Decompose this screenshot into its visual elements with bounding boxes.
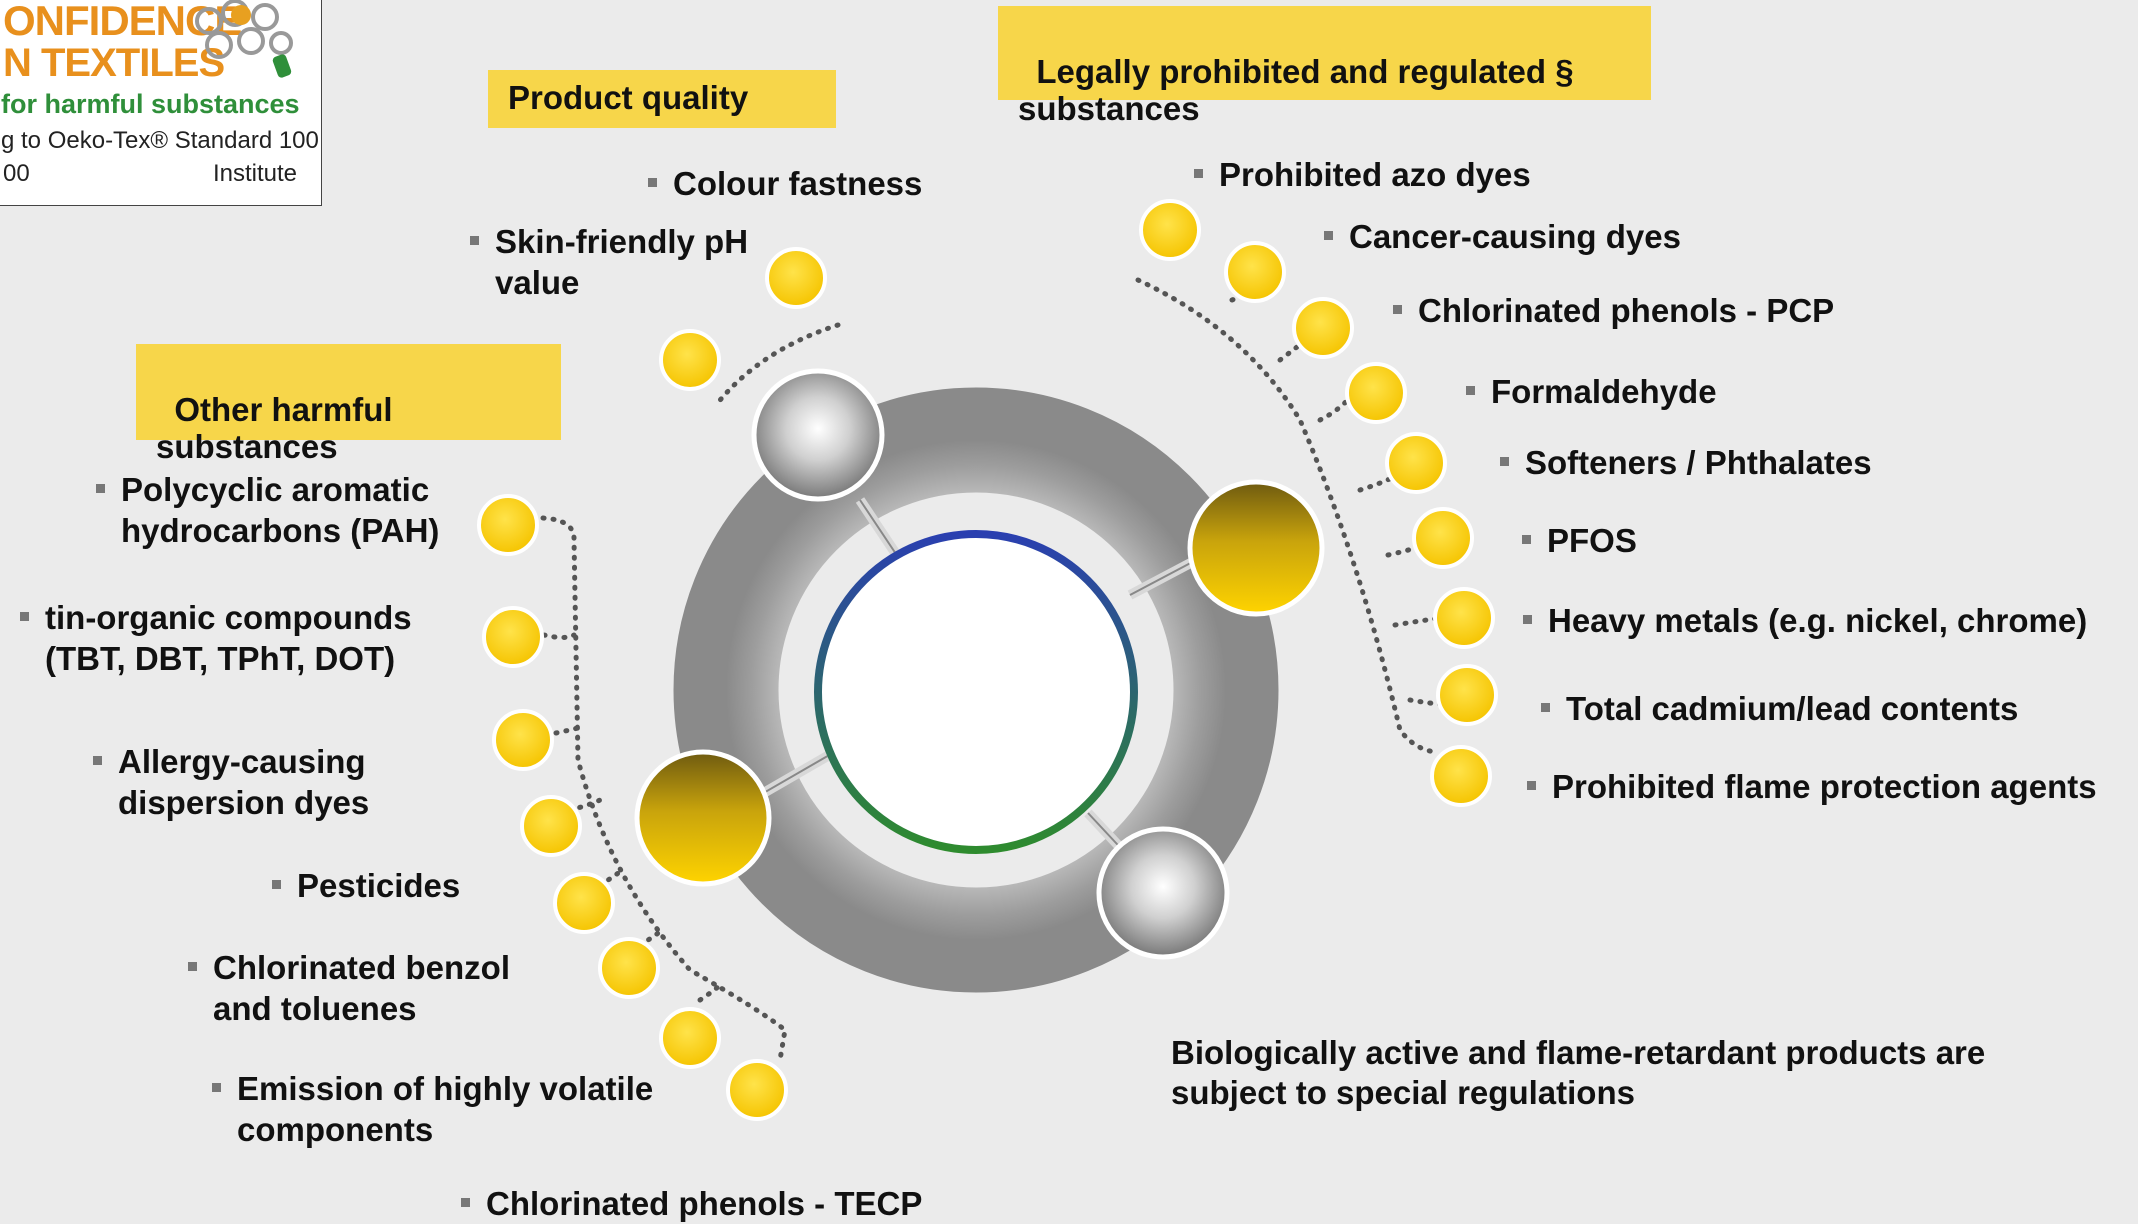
product-quality-node [751,368,885,502]
bullet-icon [1324,230,1333,240]
logo-globe-icon [195,0,293,78]
bullet-icon [1527,780,1536,790]
logo-line-4: g to Oeko-Tex® Standard 100 [1,127,319,154]
heading-legal-text: Legally prohibited and regulated § subst… [1018,53,1574,127]
legal-node [1187,479,1325,617]
bullet-icon [20,611,29,621]
bullet-icon [272,879,281,889]
list-item: tin-organic compounds (TBT, DBT, TPhT, D… [20,597,412,679]
heading-other-harmful: Other harmful substances [136,344,561,465]
logo-line-5: 00 [3,160,30,187]
list-item: Chlorinated phenols - TECP [461,1183,922,1224]
bullet-icon [1194,168,1203,178]
bullet-icon [1466,385,1475,395]
list-item: Prohibited azo dyes [1194,154,1531,195]
list-item: Heavy metals (e.g. nickel, chrome) [1523,600,2087,641]
list-item: Chlorinated phenols - PCP [1393,290,1834,331]
list-item: PFOS [1522,520,1637,561]
bullet-icon [1523,614,1532,624]
logo-line-1: ONFIDENCE [3,0,242,44]
list-item: Emission of highly volatile components [212,1068,653,1150]
bullet-icon [1541,702,1550,712]
bullet-icon [1500,456,1509,466]
logo-line-3: for harmful substances [1,89,300,119]
list-item: Allergy-causing dispersion dyes [93,741,369,823]
bullet-icon [1522,534,1531,544]
bullet-icon [461,1197,470,1207]
bullet-icon [93,755,102,765]
list-item: Prohibited flame protection agents [1527,766,2097,807]
list-item: Polycyclic aromatic hydrocarbons (PAH) [96,469,439,551]
list-item: Chlorinated benzol and toluenes [188,947,510,1029]
heading-product-quality: Product quality [488,70,836,128]
bullet-icon [212,1082,221,1092]
list-item: Formaldehyde [1466,371,1717,412]
bullet-dots [477,199,1498,1121]
bullet-icon [470,235,479,245]
heading-other-text: Other harmful substances [156,391,393,465]
heading-legal-substances: Legally prohibited and regulated § subst… [998,6,1651,127]
special-regulations-node [1096,826,1230,960]
bullet-icon [648,177,657,187]
logo-line-2: N TEXTILES [3,41,225,85]
list-item: Colour fastness [648,163,922,204]
list-item: Skin-friendly pH value [470,221,748,303]
bullet-icon [96,483,105,493]
connector-lines [540,277,1439,1063]
list-item: Softeners / Phthalates [1500,442,1872,483]
bullet-icon [188,961,197,971]
bullet-icon [1393,304,1402,314]
list-item: Pesticides [272,865,460,906]
other-harmful-node [634,749,772,887]
outer-ring [673,387,1279,993]
list-item: Cancer-causing dyes [1324,216,1681,257]
photo-frame [814,530,1138,854]
list-item: Total cadmium/lead contents [1541,688,2018,729]
heading-product-quality-text: Product quality [508,79,749,116]
oeko-tex-logo: ONFIDENCE N TEXTILES for harmful substan… [0,0,322,206]
special-regulations-note: Biologically active and flame-retardant … [1171,1034,1986,1111]
logo-line-6: Institute [212,160,297,187]
